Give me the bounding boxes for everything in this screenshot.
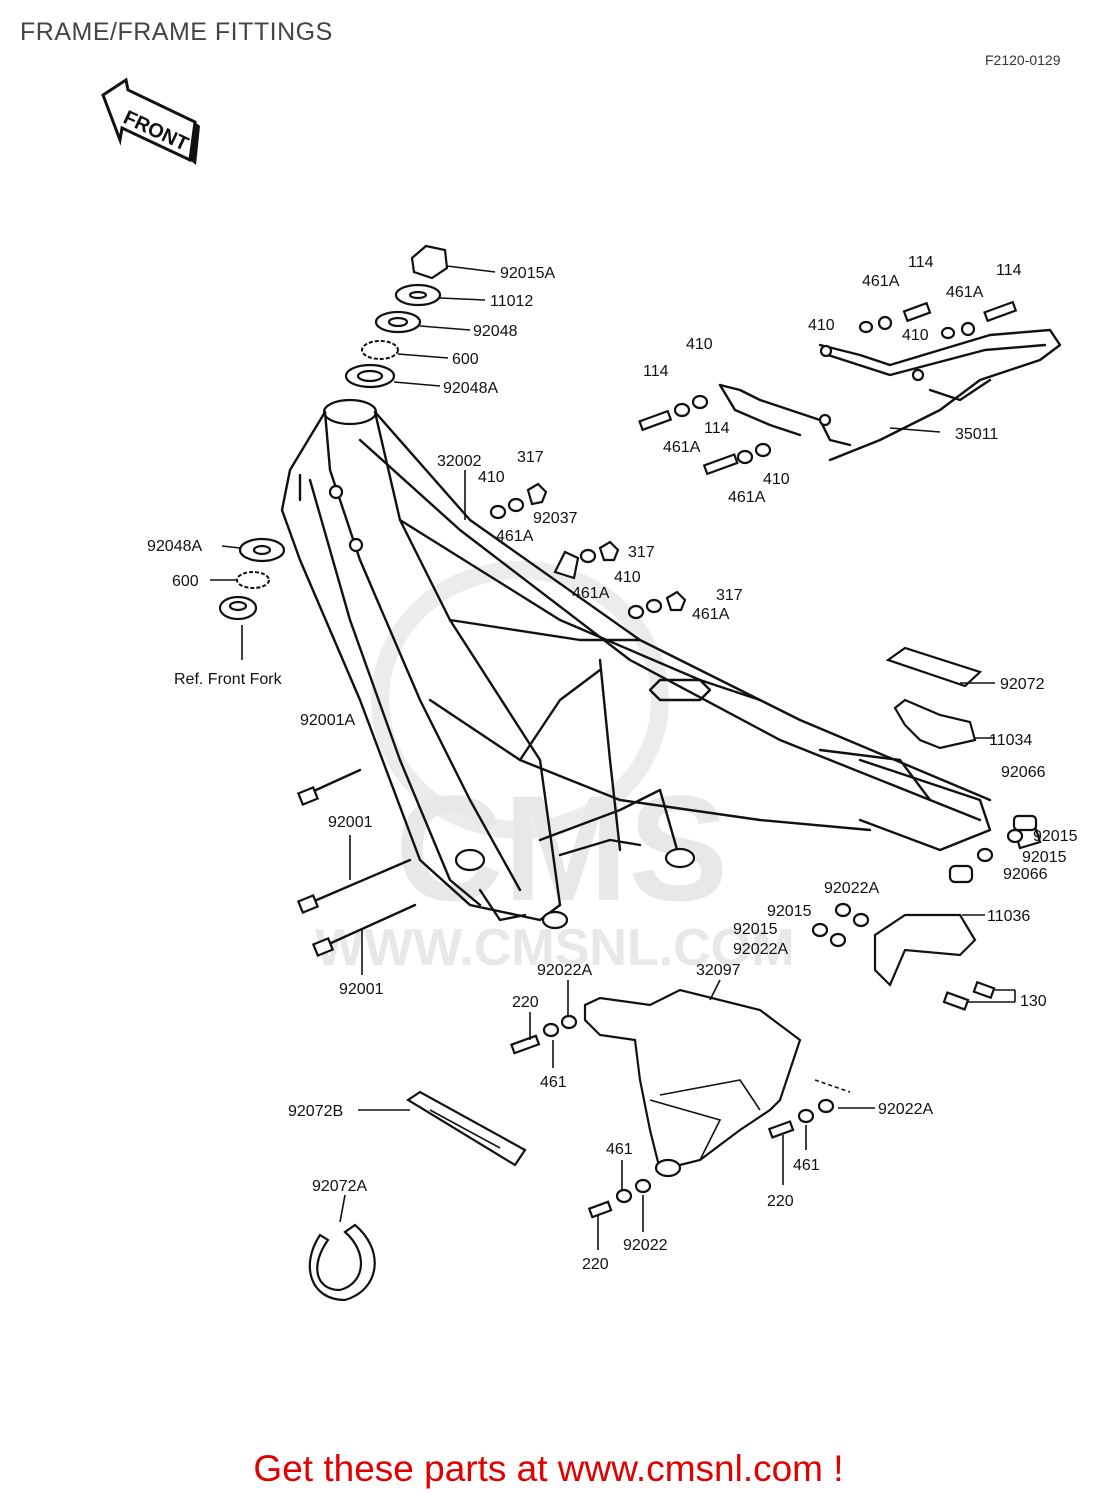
front-arrow: FRONT [101,77,200,165]
part-label: 114 [704,420,730,437]
part-label: Ref. Front Fork [174,671,283,688]
part-label: 32002 [437,453,482,470]
part-label: 410 [763,471,790,488]
part-label: 92022A [878,1101,933,1118]
part-label: 92048A [443,380,498,397]
part-label: 410 [686,336,713,353]
part-label: 461A [946,284,984,301]
part-label: 92066 [1003,866,1048,883]
part-label: 410 [478,469,505,486]
fork-bearing-parts [218,537,286,621]
cta-link[interactable]: Get these parts at www.cmsnl.com ! [253,1448,844,1489]
part-label: 92022A [733,941,788,958]
part-label: 114 [908,254,934,271]
part-label: 92048 [473,323,518,340]
part-labels: 92015A 11012 92048 600 92048A 32002 317 … [147,254,1078,1273]
part-label: 114 [996,262,1022,279]
leader-lines [210,265,1016,1250]
main-frame [280,398,992,930]
part-label: 461 [540,1074,567,1091]
part-label: 461A [663,439,701,456]
part-label: 92015 [1022,849,1067,866]
battery-case [510,988,835,1219]
part-label: 92072 [1000,676,1045,693]
part-label: 35011 [955,426,998,443]
part-label: 461A [728,489,766,506]
part-label: 11036 [987,908,1030,925]
part-label: 461 [793,1157,820,1174]
part-label: 600 [452,351,479,368]
part-label: 92022A [824,880,879,897]
part-label: 461A [496,528,534,545]
parts-diagram: CMS WWW.CMSNL.COM FRONT [101,77,1078,1302]
part-label: 32097 [696,962,741,979]
part-label: 220 [582,1256,609,1273]
part-label: 11012 [490,293,533,310]
part-label: 92001 [328,814,373,831]
part-label: 461A [572,585,610,602]
part-label: 92022 [623,1237,668,1254]
part-label: 11034 [989,732,1032,749]
page-title: FRAME/FRAME FITTINGS [20,18,333,46]
part-label: 92037 [533,510,578,527]
part-label: 92015 [1033,828,1078,845]
part-label: 317 [716,587,743,604]
part-label: 92001A [300,712,355,729]
watermark-logo: CMS [395,764,728,932]
side-bracket [811,902,996,1011]
engine-mount-bolts [296,768,417,957]
part-label: 92015A [500,265,555,282]
part-label: 130 [1020,993,1047,1010]
part-label: 114 [643,363,669,380]
part-label: 92072B [288,1103,343,1120]
part-label: 317 [628,544,655,561]
part-label: 92015 [767,903,812,920]
part-label: 92015 [733,921,778,938]
part-label: 92066 [1001,764,1046,781]
part-label: 92072A [312,1178,367,1195]
part-label: 410 [902,327,929,344]
part-label: 461A [862,273,900,290]
part-label: 461 [606,1141,633,1158]
part-label: 92001 [339,981,384,998]
part-label: 410 [808,317,835,334]
part-label: 410 [614,569,641,586]
grab-bar-fasteners [638,300,1018,476]
part-label: 92048A [147,538,202,555]
part-label: 220 [767,1193,794,1210]
part-label: 92022A [537,962,592,979]
grab-bar [718,328,1062,462]
diagram-code: F2120-0129 [985,52,1061,68]
tank-fasteners [489,482,687,620]
part-label: 220 [512,994,539,1011]
rear-fittings [885,646,1042,884]
part-label: 600 [172,573,199,590]
battery-straps [308,1090,527,1302]
part-label: 461A [692,606,730,623]
steering-head-parts [344,244,449,389]
part-label: 317 [517,449,544,466]
